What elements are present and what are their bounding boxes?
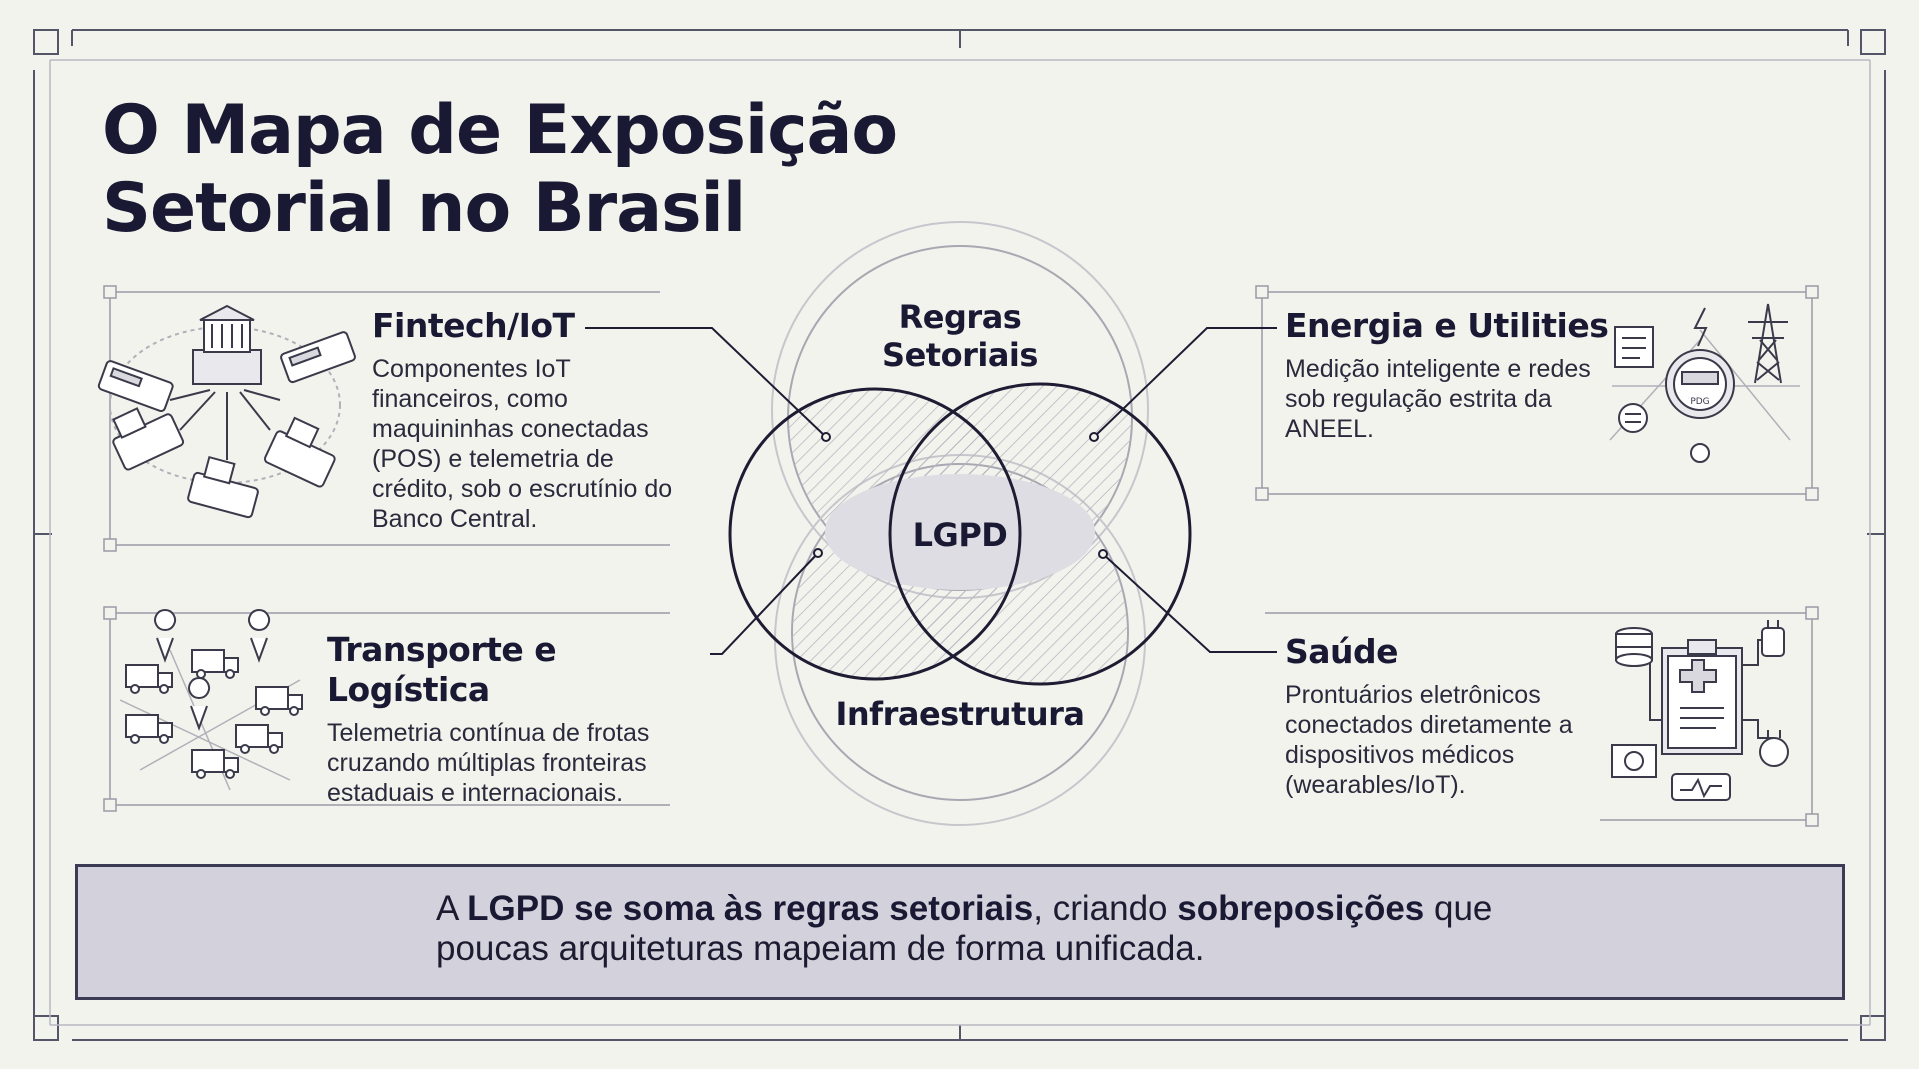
database-icon [1615, 627, 1653, 667]
conclusion-text-emphasis-1: LGPD se soma às regras setoriais [467, 889, 1034, 928]
fleet-map-icon [119, 609, 303, 791]
medical-devices-icon [1611, 620, 1789, 801]
node-icon [1618, 403, 1648, 433]
power-tower-icon [1748, 303, 1788, 384]
page-title-line-2: Setorial no Brasil [102, 169, 746, 248]
conclusion-banner: A LGPD se soma às regras setoriais, cria… [75, 864, 1845, 1000]
connectors [585, 327, 1277, 655]
page-title: O Mapa de Exposição Setorial no Brasil [102, 92, 1002, 248]
pos-network-icon [97, 304, 356, 519]
venn-circle-right [888, 382, 1192, 686]
sector-fintech-title: Fintech/IoT [372, 306, 575, 345]
sector-fintech-description: Componentes IoT financeiros, como maquin… [372, 355, 673, 533]
conclusion-text-part-1: A [436, 889, 468, 928]
venn-label-infraestrutura: Infraestrutura [835, 695, 1085, 733]
sector-energia: Energia e Utilities Medição inteligente … [1285, 306, 1625, 444]
sector-energia-title: Energia e Utilities [1285, 306, 1609, 345]
band-device-icon [1671, 773, 1731, 801]
outer-frame [33, 29, 1886, 1041]
venn-diagram [728, 221, 1192, 826]
page-title-line-1: O Mapa de Exposição [102, 91, 898, 170]
conclusion-text-part-5: que poucas arquiteturas mapeiam de forma… [436, 889, 1493, 968]
smartwatch-icon [1759, 620, 1789, 767]
block-frames [103, 285, 1819, 827]
sector-transporte: Transporte e Logística Telemetria contín… [327, 630, 727, 808]
sector-fintech: Fintech/IoT Componentes IoT financeiros,… [372, 306, 692, 534]
meter-display-text: PDG [1690, 397, 1709, 407]
lightning-icon [1693, 307, 1708, 347]
sector-saude-title: Saúde [1285, 632, 1399, 671]
inner-frame [49, 59, 1871, 1026]
venn-label-lgpd: LGPD [912, 516, 1008, 554]
sector-energia-description: Medição inteligente e redes sob regulaçã… [1285, 355, 1591, 443]
monitor-icon [1611, 744, 1657, 778]
sector-transporte-title: Transporte e Logística [327, 630, 557, 709]
connector-dots [813, 432, 1108, 559]
sector-transporte-description: Telemetria contínua de frotas cruzando m… [327, 719, 650, 807]
sector-saude: Saúde Prontuários eletrônicos conectados… [1285, 632, 1615, 800]
venn-circle-left [728, 387, 1022, 681]
conclusion-text-emphasis-2: sobreposições [1177, 889, 1425, 928]
conclusion-text-part-3: , criando [1033, 889, 1178, 928]
venn-label-regras-setoriais: Regras Setoriais [882, 298, 1038, 374]
clipboard-icon [1661, 639, 1743, 755]
sector-saude-description: Prontuários eletrônicos conectados diret… [1285, 681, 1573, 799]
conclusion-text: A LGPD se soma às regras setoriais, cria… [436, 889, 1536, 969]
map-pin-icon [154, 609, 271, 731]
smart-grid-icon: PDG [1609, 303, 1800, 463]
truck-icon [125, 649, 303, 779]
